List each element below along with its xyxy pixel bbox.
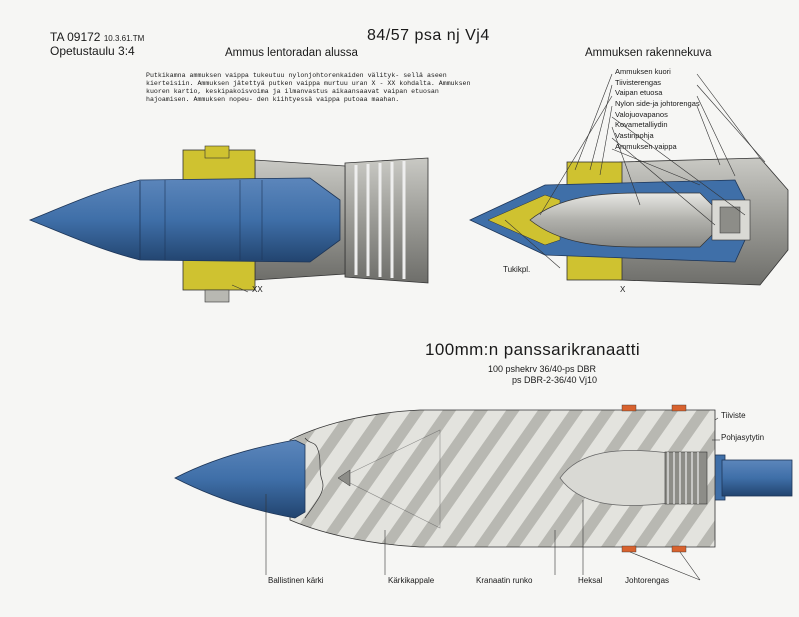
date-text: 10.3.61.TM <box>103 34 145 43</box>
top-title: 84/57 psa nj Vj4 <box>367 27 490 44</box>
part-label: Ammuksen kuori <box>615 67 671 76</box>
plate-number: Opetustaulu 3:4 <box>50 44 135 58</box>
part-label: Vaipan etuosa <box>615 88 663 98</box>
label-tiiviste: Tiiviste <box>721 411 746 420</box>
bottom-subtitle-1: 100 pshekrv 36/40-ps DBR <box>488 364 597 374</box>
tukikpl-label: Tukikpl. <box>503 265 531 274</box>
right-caption: Ammuksen rakennekuva <box>585 47 712 59</box>
label-ballistinen-karki: Ballistinen kärki <box>268 576 324 585</box>
part-label: Tiivisterengas <box>615 77 661 87</box>
bottom-title: 100mm:n panssarikranaatti <box>425 340 641 359</box>
part-label: Nylon side-ja johtorengas <box>615 99 700 109</box>
description-text: Putkikamna ammuksen vaippa tukeutuu nylo… <box>146 72 471 103</box>
part-label: Kovametalliydin <box>615 120 668 130</box>
projectile-flight-drawing <box>28 145 429 303</box>
code-text: TA 09172 <box>50 30 101 44</box>
part-leaders <box>504 73 766 269</box>
left-caption: Ammus lentoradan alussa <box>225 47 358 59</box>
document-code: TA 09172 10.3.61.TM <box>50 30 144 44</box>
shell-100mm-drawing <box>174 404 793 553</box>
parts-list: Ammuksen kuori Tiivisterengas Vaipan etu… <box>615 67 700 153</box>
label-johtorengas: Johtorengas <box>625 576 670 585</box>
marker-x-label: X <box>620 285 626 294</box>
label-karkikappale: Kärkikappale <box>388 576 435 585</box>
projectile-structure-drawing <box>469 157 789 286</box>
label-heksal: Heksal <box>578 576 603 585</box>
label-pohjasytytin: Pohjasytytin <box>721 433 765 442</box>
bottom-subtitle-2: ps DBR-2-36/40 Vj10 <box>512 375 598 385</box>
part-label: Ammuksen vaippa <box>615 141 677 151</box>
shell-leaders <box>265 417 720 581</box>
part-label: Vastinpohja <box>615 131 654 141</box>
marker-xx-label: XX <box>252 285 263 294</box>
label-kranaatin-runko: Kranaatin runko <box>476 576 533 585</box>
part-label: Valojuovapanos <box>615 109 668 119</box>
